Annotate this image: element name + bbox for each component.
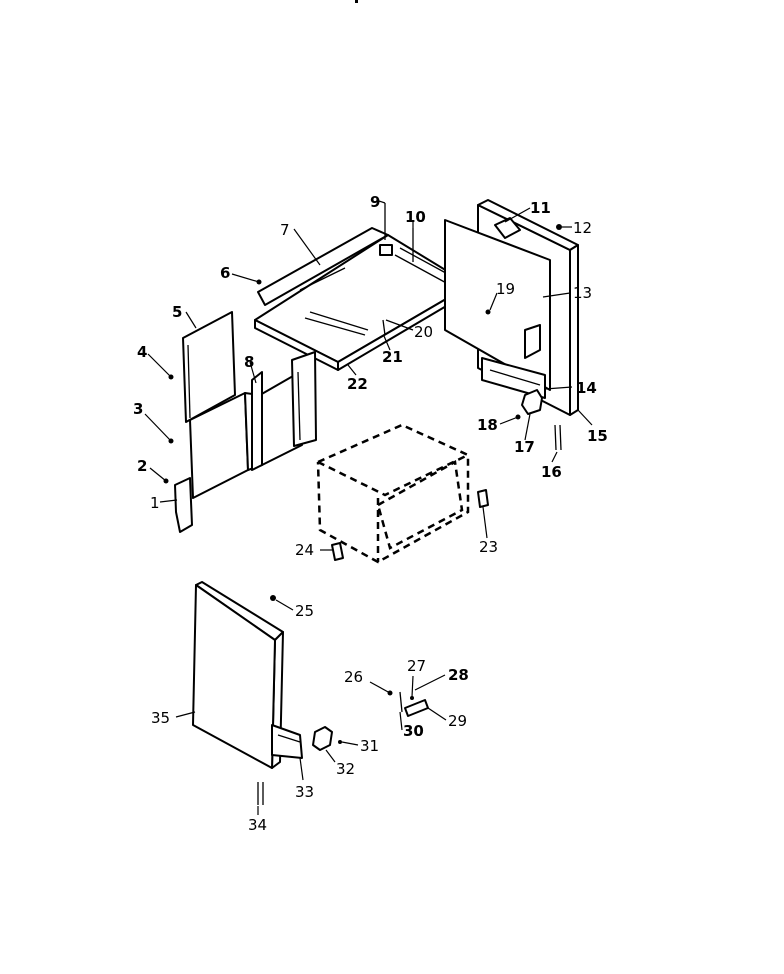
callout-34: 34 [248, 816, 267, 834]
callout-35: 35 [151, 709, 170, 727]
callout-labels: 1 2 3 4 5 6 7 8 9 10 11 12 13 14 15 16 1… [133, 193, 608, 834]
callout-25: 25 [295, 602, 314, 620]
callout-20: 20 [414, 323, 433, 341]
callout-27: 27 [407, 657, 426, 675]
callout-21: 21 [382, 348, 403, 366]
callout-32: 32 [336, 760, 355, 778]
side-bracket [174, 477, 193, 533]
callout-13: 13 [573, 284, 592, 302]
callout-29: 29 [448, 712, 467, 730]
callout-22: 22 [347, 375, 368, 393]
callout-7: 7 [280, 221, 290, 239]
callout-10: 10 [405, 208, 426, 226]
leader-lines [144, 200, 593, 815]
callout-33: 33 [295, 783, 314, 801]
callout-1: 1 [150, 494, 160, 512]
callout-11: 11 [530, 199, 551, 217]
callout-6: 6 [220, 264, 230, 282]
top-tray [254, 227, 471, 371]
callout-2: 2 [137, 457, 147, 475]
rear-panel [444, 199, 579, 416]
callout-12: 12 [573, 219, 592, 237]
callout-14: 14 [576, 379, 597, 397]
callout-3: 3 [133, 400, 143, 418]
side-panels [182, 311, 317, 499]
callout-4: 4 [137, 343, 147, 361]
oven-cavity-outline [316, 423, 470, 564]
callout-24: 24 [295, 541, 314, 559]
callout-8: 8 [244, 353, 254, 371]
callout-16: 16 [541, 463, 562, 481]
callout-15: 15 [587, 427, 608, 445]
oven-door [192, 581, 303, 769]
callout-28: 28 [448, 666, 469, 684]
callout-26: 26 [344, 668, 363, 686]
callout-5: 5 [172, 303, 182, 321]
callout-18: 18 [477, 416, 498, 434]
callout-31: 31 [360, 737, 379, 755]
callout-9: 9 [370, 193, 380, 211]
callout-23: 23 [479, 538, 498, 556]
callout-17: 17 [514, 438, 535, 456]
callout-19: 19 [496, 280, 515, 298]
callout-30: 30 [403, 722, 424, 740]
